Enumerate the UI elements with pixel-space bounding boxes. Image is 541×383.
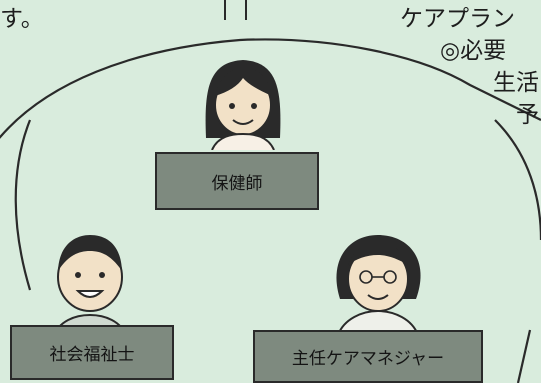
elderly-woman-with-glasses-icon: [336, 235, 421, 335]
team-circle-left: [14, 119, 32, 291]
team-circle: [0, 38, 541, 139]
top-right-text-4: 予: [516, 102, 539, 128]
top-right-text-1: ケアプラン: [400, 6, 515, 32]
top-right-text-3: 生活: [493, 70, 539, 96]
label-public-health-nurse: 保健師: [155, 152, 319, 210]
woman-with-long-hair-icon: [205, 60, 281, 150]
top-right-text-2: ◎必要: [440, 38, 507, 64]
label-social-worker: 社会福祉士: [10, 325, 174, 380]
top-left-text: す。: [0, 6, 44, 32]
team-circle-right: [494, 119, 541, 241]
label-chief-care-manager: 主任ケアマネジャー: [253, 330, 483, 383]
team-circle-right-bottom: [516, 329, 532, 383]
